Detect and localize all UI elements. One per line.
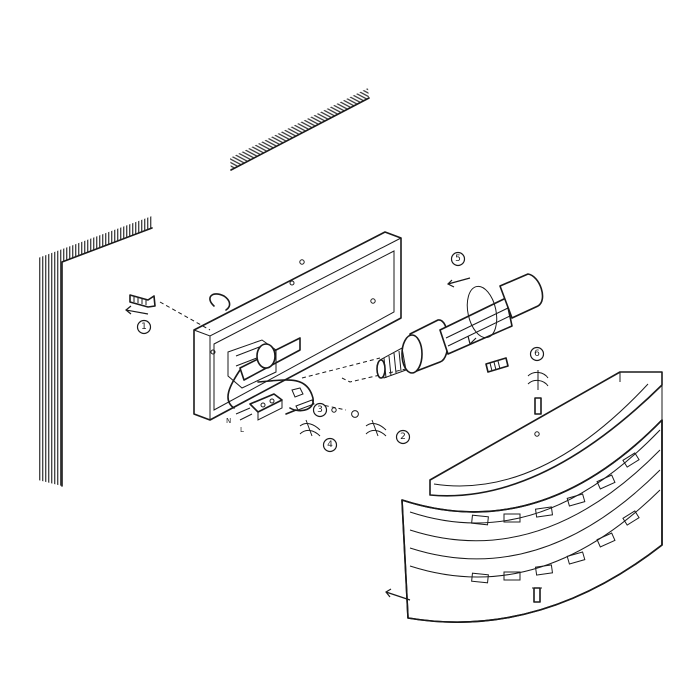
svg-text:4: 4 xyxy=(327,440,333,450)
svg-text:6: 6 xyxy=(534,349,540,359)
svg-text:5: 5 xyxy=(455,254,461,264)
plate-hole-right xyxy=(370,298,376,304)
assembly-guide-lines xyxy=(159,301,411,411)
lamp-shade xyxy=(401,371,663,623)
shade-screw-hole xyxy=(534,431,540,437)
arrow-step-1 xyxy=(125,305,149,315)
screw-step-4 xyxy=(299,419,321,437)
rotate-symbol-step-6 xyxy=(527,370,549,415)
rotate-arrow-step-5 xyxy=(466,285,498,346)
screw-step-2 xyxy=(365,419,387,437)
cable-loop xyxy=(209,293,231,311)
shade-cutouts xyxy=(409,429,661,584)
live-wire-label: L xyxy=(240,426,244,434)
svg-text:3: 3 xyxy=(317,405,323,415)
arrow-step-5 xyxy=(446,277,471,288)
step-4-marker: 4 xyxy=(322,437,338,453)
arrow-shade xyxy=(385,588,411,601)
plate-hole-top xyxy=(299,259,305,265)
lamp-holder-bracket xyxy=(227,337,314,412)
plate-hole-left xyxy=(210,349,216,355)
terminal-block xyxy=(235,393,283,421)
svg-text:1: 1 xyxy=(141,322,147,332)
neutral-wire-label: N xyxy=(226,417,231,425)
wall-section xyxy=(38,216,153,487)
step-2-marker: 2 xyxy=(395,429,411,445)
light-bulb xyxy=(376,273,544,379)
step-3-marker: 3 xyxy=(312,402,328,418)
ceiling-section xyxy=(230,88,370,171)
step-6-marker: 6 xyxy=(529,346,545,362)
step-5-marker: 5 xyxy=(450,251,466,267)
step-1-marker: 1 xyxy=(136,319,152,335)
shade-bottom-screw xyxy=(532,587,542,603)
wall-plug xyxy=(129,294,156,308)
wall-mounting-plate xyxy=(193,231,402,421)
shade-screw xyxy=(485,357,509,373)
svg-text:2: 2 xyxy=(400,432,406,442)
